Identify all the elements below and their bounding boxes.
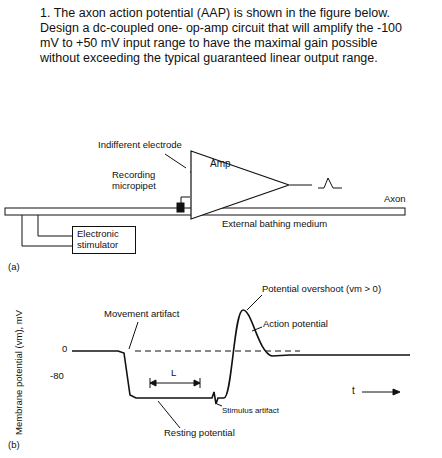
medium-label: External bathing medium — [222, 219, 327, 230]
wire — [290, 185, 312, 186]
axis-title: Membrane potential (vm), mV — [15, 309, 26, 434]
wire — [181, 197, 190, 203]
micropipette — [177, 203, 184, 212]
micropipet-label: Recording micropipet — [112, 170, 174, 192]
leader-line — [217, 404, 222, 406]
amplifier-triangle: Amp — [190, 150, 290, 220]
arrowhead — [393, 389, 400, 395]
stimulator-box: Electronic stimulator — [72, 226, 136, 254]
pipette-tip — [180, 208, 181, 212]
action-potential-label: Action potential — [263, 319, 328, 330]
interval-bar — [150, 378, 200, 388]
leader-line — [165, 154, 186, 168]
arrowhead — [150, 380, 200, 386]
node-label: Electronic stimulator — [77, 229, 131, 251]
zero-line — [135, 351, 300, 352]
potential-trace — [72, 310, 410, 404]
wire — [22, 215, 72, 246]
leader-line — [158, 401, 180, 428]
interval-label: L — [171, 368, 176, 379]
axis-tick: 0 — [62, 344, 67, 355]
problem-text: 1. The axon action potential (AAP) is sh… — [40, 6, 412, 66]
stimulus-label: Stimulus artifact — [222, 406, 279, 415]
node-label: Amp — [210, 158, 231, 170]
leader-line — [247, 295, 262, 310]
axis-title: t — [352, 385, 355, 397]
panel-label: (b) — [8, 440, 20, 451]
axon-label: Axon — [384, 194, 406, 205]
amp-outline — [191, 151, 289, 219]
triangle-outline — [190, 150, 290, 220]
axis-tick: -80 — [50, 371, 64, 382]
overshoot-label: Potential overshoot (vm > 0) — [262, 284, 381, 295]
time-axis-arrow — [362, 392, 396, 393]
leader-line — [129, 322, 138, 349]
artifact-label: Movement artifact — [104, 309, 180, 320]
resting-label: Resting potential — [164, 428, 235, 439]
electrode-label: Indifferent electrode — [98, 140, 182, 151]
output-pulse — [318, 178, 342, 188]
panel-label: (a) — [8, 262, 20, 273]
leader-line — [252, 327, 262, 331]
